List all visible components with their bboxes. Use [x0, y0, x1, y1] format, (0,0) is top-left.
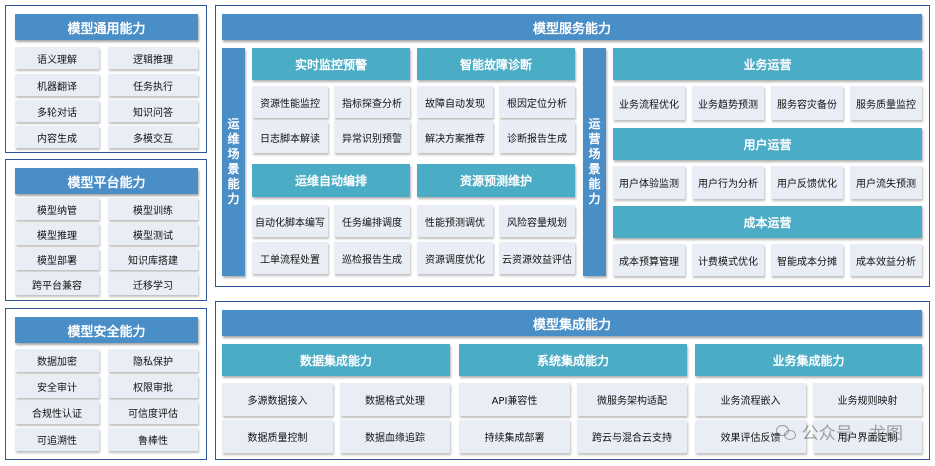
- ops-item: 云资源效益评估: [499, 242, 575, 274]
- integration-item: 用户界面定制: [813, 420, 922, 453]
- security-item: 隐私保护: [108, 349, 198, 372]
- biz-item: 智能成本分摊: [771, 244, 843, 276]
- integration-item: 数据质量控制: [222, 420, 333, 453]
- integration-item: 业务流程嵌入: [695, 383, 806, 416]
- integration-item: 跨云与混合云支持: [577, 420, 687, 453]
- biz-group-title: 用户运营: [613, 128, 922, 160]
- integration-title: 模型集成能力: [222, 310, 922, 336]
- biz-item: 用户反馈优化: [771, 166, 843, 199]
- ops-item: 指标探查分析: [334, 86, 410, 118]
- integration-item: 多源数据接入: [222, 383, 333, 416]
- platform-item: 模型推理: [15, 223, 99, 245]
- general-item: 机器翻译: [15, 74, 99, 96]
- ops-group-title: 资源预测维护: [417, 164, 575, 197]
- watermark: 公众号 · 龙图: [775, 419, 903, 444]
- watermark-text: 公众号 · 龙图: [801, 424, 903, 444]
- biz-group-title: 业务运营: [613, 48, 922, 80]
- biz-item: 服务质量监控: [850, 86, 922, 120]
- biz-item: 业务流程优化: [613, 86, 685, 120]
- biz-item: 计费模式优化: [692, 244, 764, 276]
- ops-item: 异常识别预警: [334, 121, 410, 153]
- security-title: 模型安全能力: [15, 317, 198, 343]
- ops-item: 工单流程处置: [252, 242, 328, 274]
- wechat-icon: [775, 424, 796, 440]
- security-item: 安全审计: [15, 375, 99, 398]
- platform-item: 模型训练: [108, 198, 198, 220]
- biz-group-title: 成本运营: [613, 206, 922, 238]
- service-title: 模型服务能力: [222, 14, 922, 40]
- platform-item: 迁移学习: [108, 273, 198, 295]
- platform-item: 模型部署: [15, 248, 99, 270]
- biz-item: 用户行为分析: [692, 166, 764, 199]
- integration-group-title: 业务集成能力: [695, 344, 922, 376]
- general-title: 模型通用能力: [15, 14, 198, 40]
- integration-item: 数据血缘追踪: [340, 420, 450, 453]
- ops-item: 自动化脚本编写: [252, 205, 328, 237]
- biz-item: 成本效益分析: [850, 244, 922, 276]
- security-item: 数据加密: [15, 349, 99, 372]
- ops-item: 资源性能监控: [252, 86, 328, 118]
- integration-item: API兼容性: [459, 383, 570, 416]
- security-item: 可信度评估: [108, 401, 198, 424]
- integration-group-title: 数据集成能力: [222, 344, 450, 376]
- platform-item: 跨平台兼容: [15, 273, 99, 295]
- ops-item: 根因定位分析: [499, 86, 575, 118]
- security-item: 合规性认证: [15, 401, 99, 424]
- platform-item: 模型测试: [108, 223, 198, 245]
- ops-item: 诊断报告生成: [499, 121, 575, 153]
- security-item: 可追溯性: [15, 428, 99, 451]
- ops-group-title: 智能故障诊断: [417, 48, 575, 80]
- ops-item: 解决方案推荐: [417, 121, 493, 153]
- integration-item: 业务规则映射: [813, 383, 922, 416]
- biz-item: 用户流失预测: [850, 166, 922, 199]
- ops-item: 风险容量规划: [499, 205, 575, 237]
- ops-item: 任务编排调度: [334, 205, 410, 237]
- ops-item: 巡检报告生成: [334, 242, 410, 274]
- ops-item: 资源调度优化: [417, 242, 493, 274]
- general-item: 任务执行: [108, 74, 198, 96]
- platform-item: 模型纳管: [15, 198, 99, 220]
- integration-item: 微服务架构适配: [577, 383, 687, 416]
- integration-item: 数据格式处理: [340, 383, 450, 416]
- general-item: 多轮对话: [15, 100, 99, 122]
- security-item: 鲁棒性: [108, 428, 198, 451]
- security-item: 权限审批: [108, 375, 198, 398]
- biz-item: 成本预算管理: [613, 244, 685, 276]
- ops-scenario-label: 运维场景能力: [222, 48, 245, 276]
- general-item: 逻辑推理: [108, 47, 198, 69]
- general-item: 语义理解: [15, 47, 99, 69]
- platform-title: 模型平台能力: [15, 168, 198, 194]
- integration-item: 持续集成部署: [459, 420, 570, 453]
- ops-item: 性能预测调优: [417, 205, 493, 237]
- integration-group-title: 系统集成能力: [459, 344, 687, 376]
- ops-item: 日志脚本解读: [252, 121, 328, 153]
- general-item: 内容生成: [15, 126, 99, 148]
- biz-item: 用户体验监测: [613, 166, 685, 199]
- ops-group-title: 运维自动编排: [252, 164, 410, 197]
- ops-item: 故障自动发现: [417, 86, 493, 118]
- biz-item: 业务趋势预测: [692, 86, 764, 120]
- ops-group-title: 实时监控预警: [252, 48, 410, 80]
- biz-item: 服务容灾备份: [771, 86, 843, 120]
- general-item: 知识问答: [108, 100, 198, 122]
- platform-item: 知识库搭建: [108, 248, 198, 270]
- general-item: 多模交互: [108, 126, 198, 148]
- biz-scenario-label: 运营场景能力: [583, 48, 606, 276]
